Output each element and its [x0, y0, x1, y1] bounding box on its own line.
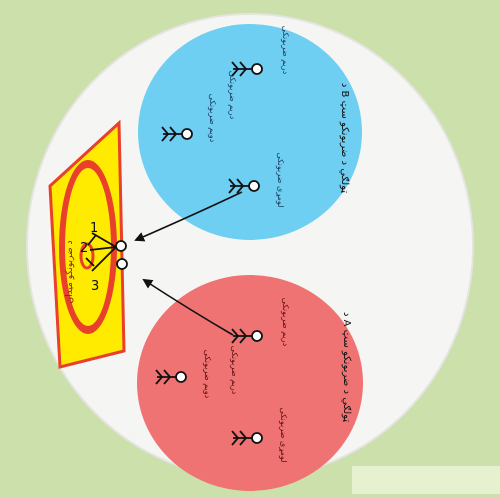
team-a-player-top-label: دریم ضربونکی — [281, 298, 290, 347]
field-ring-core — [79, 242, 95, 270]
team-b-player-middle-label: دویم ضربونکی — [208, 94, 217, 143]
field-player-2 — [116, 258, 128, 270]
background-corner-panel — [352, 466, 500, 494]
field-ring-inner — [65, 168, 111, 326]
batting-field: 1 2 3 د ضربونکو میدان — [48, 119, 128, 369]
team-a-player-top-label-2: دریم ضربونکی — [230, 346, 239, 395]
team-a-player-bottom-label: لومړی ضربونکی — [279, 408, 288, 463]
field-player-1 — [115, 240, 127, 252]
team-b-player-top-label-2: دریم ضربونکی — [228, 71, 237, 120]
team-b-circle — [138, 24, 362, 240]
field-stick-figures — [85, 232, 117, 272]
field-number-2: 2 — [80, 241, 88, 256]
arrow-icon — [134, 191, 243, 242]
field-number-3: 3 — [91, 279, 99, 294]
field-label: د ضربونکو میدان — [65, 241, 75, 304]
team-b-title: د B ټولګي د ضربونکو سټ — [339, 83, 350, 193]
team-b-player-top-label: دریم ضربونکی — [281, 26, 290, 75]
arrow-icon — [142, 278, 234, 336]
team-a-circle — [137, 275, 363, 491]
team-b-player-bottom-label: لومړی ضربونکی — [276, 153, 285, 208]
team-a-title: د A ټولګي د ضربونکو سټ — [341, 312, 352, 422]
field-number-1: 1 — [90, 221, 98, 236]
team-a-player-middle-label: دویم ضربونکی — [203, 350, 212, 399]
